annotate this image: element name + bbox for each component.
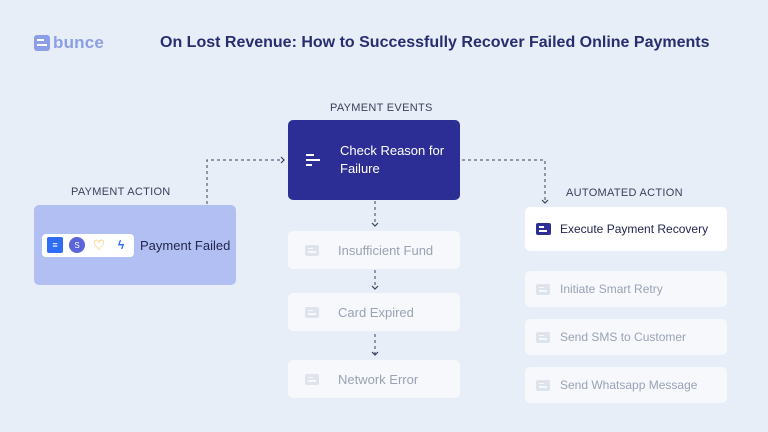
reason-network-error: Network Error: [288, 360, 460, 398]
label-automated-action: AUTOMATED ACTION: [566, 187, 683, 199]
label-payment-events: PAYMENT EVENTS: [330, 102, 433, 114]
document-icon: [306, 153, 322, 167]
automated-smart-retry: Initiate Smart Retry: [525, 271, 727, 307]
document-icon: [305, 373, 319, 385]
reason-label: Network Error: [338, 371, 419, 387]
document-icon: [305, 244, 319, 256]
heart-icon: ♡: [92, 236, 106, 253]
bunce-logo-icon: [34, 35, 50, 51]
execute-payment-recovery-box: Execute Payment Recovery: [525, 207, 727, 251]
automated-label: Initiate Smart Retry: [560, 282, 663, 296]
document-icon: [536, 379, 550, 391]
check-reason-box: Check Reason for Failure: [288, 120, 460, 200]
execute-recovery-label: Execute Payment Recovery: [560, 222, 709, 236]
bolt-icon: ϟ: [117, 238, 125, 252]
connector-event-to-automated: [462, 159, 549, 204]
automated-send-whatsapp: Send Whatsapp Message: [525, 367, 727, 403]
reason-label: Insufficient Fund: [338, 242, 434, 258]
bunce-logo: bunce: [34, 33, 104, 53]
document-icon: [536, 223, 551, 235]
automated-label: Send Whatsapp Message: [560, 378, 698, 392]
logo-text: bunce: [53, 33, 105, 52]
payment-failed-label: Payment Failed: [140, 237, 231, 253]
payment-failed-box: ≡ S ♡ ϟ Payment Failed: [34, 205, 236, 285]
payment-provider-icons: ≡ S ♡ ϟ: [42, 233, 134, 257]
connector-action-to-event: [206, 156, 285, 204]
document-icon: [305, 306, 319, 318]
provider-list-icon: ≡: [47, 237, 63, 253]
check-reason-label: Check Reason for Failure: [340, 143, 445, 176]
automated-send-sms: Send SMS to Customer: [525, 319, 727, 355]
page-title: On Lost Revenue: How to Successfully Rec…: [160, 34, 710, 51]
automated-label: Send SMS to Customer: [560, 330, 687, 344]
document-icon: [536, 331, 550, 343]
reason-label: Card Expired: [338, 304, 414, 320]
reason-card-expired: Card Expired: [288, 293, 460, 331]
document-icon: [536, 283, 550, 295]
label-payment-action: PAYMENT ACTION: [71, 186, 171, 198]
reason-insufficient-fund: Insufficient Fund: [288, 231, 460, 269]
stripe-icon: S: [69, 237, 85, 253]
